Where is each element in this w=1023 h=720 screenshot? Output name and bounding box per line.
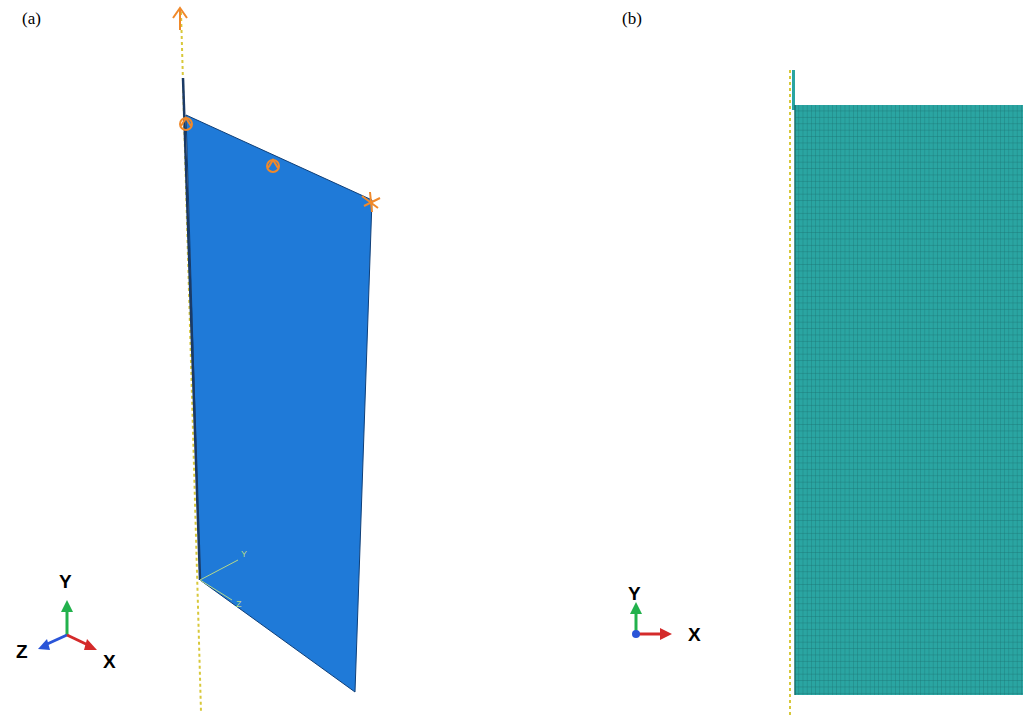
symmetry-axis: [789, 70, 791, 718]
axis-label: Z: [16, 642, 28, 661]
panel-label: (a): [22, 10, 41, 27]
axis-triad: [630, 602, 672, 640]
plate: [186, 115, 372, 692]
axis-label: X: [688, 625, 701, 644]
axis-triad: [38, 600, 97, 650]
model-csys: [200, 560, 238, 600]
model-axis-label: Z: [236, 600, 242, 609]
model-axis-label: Y: [241, 550, 247, 559]
axis-label: Y: [59, 572, 72, 591]
mesh-edge: [792, 70, 795, 110]
panel-label: (b): [622, 10, 642, 27]
axis-label: X: [103, 652, 116, 671]
axis-label: Y: [628, 584, 641, 603]
meshed-plate: [795, 105, 1023, 695]
load-symbols: [173, 8, 380, 212]
plate-edge: [183, 78, 200, 580]
